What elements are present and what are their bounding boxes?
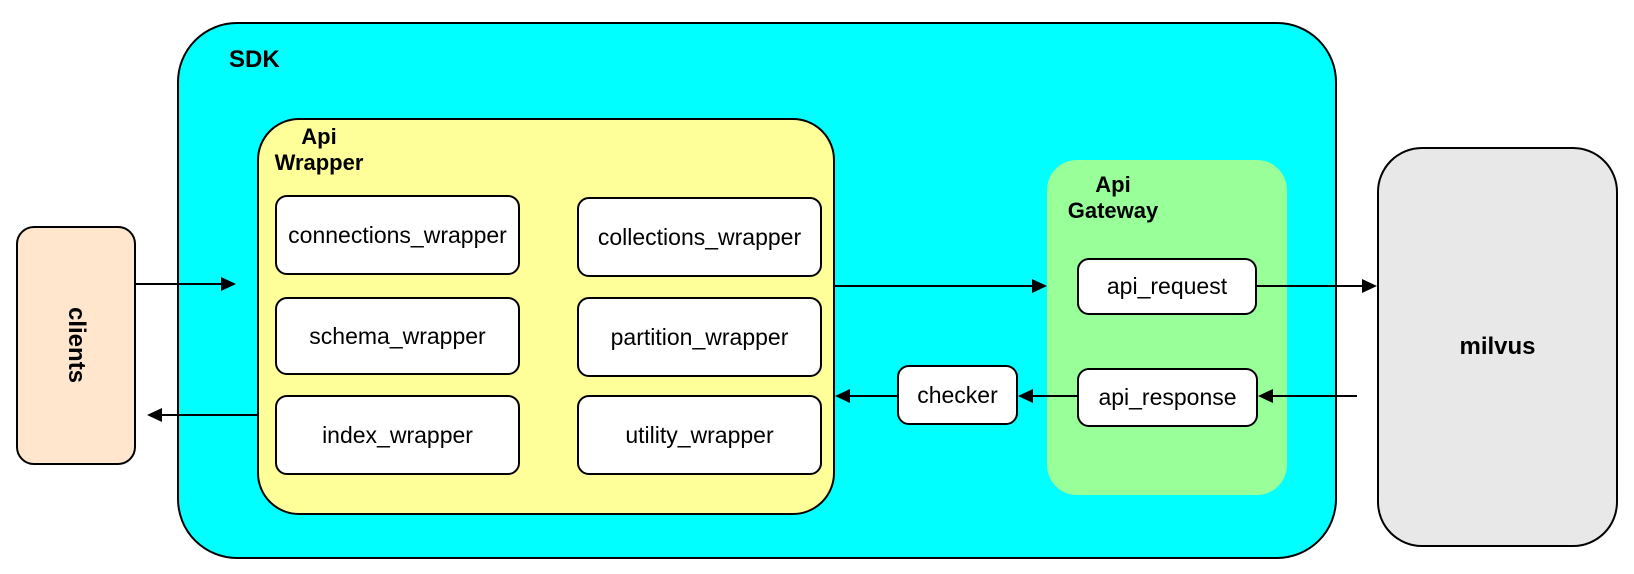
api-wrapper-label-line1: Api (301, 124, 337, 149)
node-api-request: api_request (1077, 258, 1257, 315)
module-connections-wrapper: connections_wrapper (275, 195, 520, 275)
module-schema-wrapper: schema_wrapper (275, 297, 520, 375)
sdk-label: SDK (229, 46, 280, 73)
clients-label: clients (63, 307, 90, 384)
module-utility-wrapper: utility_wrapper (577, 395, 822, 475)
milvus-node: milvus (1377, 147, 1618, 547)
node-api-response: api_response (1077, 368, 1258, 427)
api-gateway-label-line1: Api (1095, 172, 1131, 197)
api-wrapper-label: Api Wrapper (269, 124, 369, 176)
api-gateway-label-line2: Gateway (1067, 197, 1159, 223)
api-gateway-container: Api Gateway (1047, 160, 1287, 495)
module-partition-wrapper: partition_wrapper (577, 297, 822, 377)
node-checker: checker (897, 365, 1018, 425)
module-index-wrapper: index_wrapper (275, 395, 520, 475)
clients-node: clients (16, 226, 136, 465)
module-collections-wrapper: collections_wrapper (577, 197, 822, 277)
api-gateway-label: Api Gateway (1061, 172, 1165, 224)
api-wrapper-label-line2: Wrapper (274, 149, 364, 175)
